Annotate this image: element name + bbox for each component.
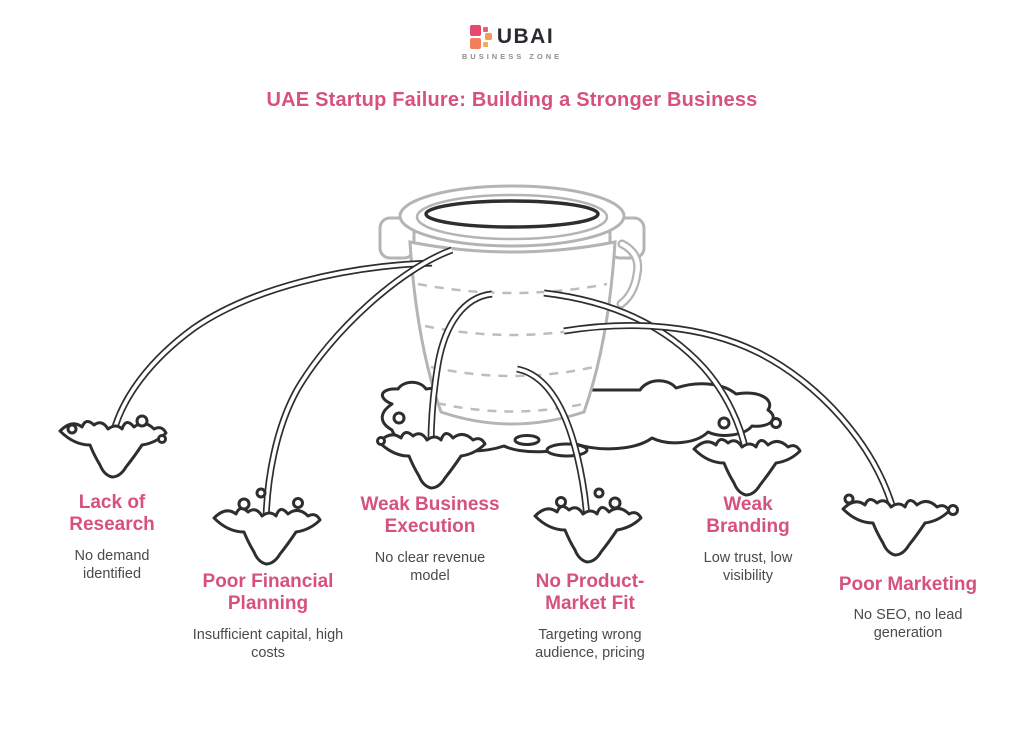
bucket-rim-inner	[415, 193, 609, 241]
brand-logo-text: UBAI	[496, 25, 555, 48]
cause-poor-marketing: Poor Marketing No SEO, no lead generatio…	[810, 574, 1006, 643]
splash-icon-2	[212, 487, 322, 566]
cause-detail: Insufficient capital, high costs	[192, 626, 344, 661]
droplet-icon	[593, 487, 605, 499]
bucket-handle-left	[378, 216, 416, 260]
bucket-icon	[378, 184, 646, 426]
water-stream-3	[427, 290, 493, 446]
cause-weak-business-execution: Weak Business Execution No clear revenue…	[337, 494, 523, 586]
droplet-icon	[135, 414, 149, 428]
cause-heading: No Product-Market Fit	[535, 571, 645, 615]
droplet-icon	[376, 436, 386, 446]
water-stream-2	[262, 246, 454, 522]
cause-detail: No clear revenue model	[374, 549, 486, 584]
splash-icon-3	[376, 411, 487, 490]
splash-icon-6	[841, 493, 959, 557]
droplet-icon	[947, 504, 959, 516]
bucket-rim	[398, 184, 626, 248]
droplet-icon	[255, 487, 267, 499]
water-stream-5	[543, 289, 750, 453]
water-stream-6	[563, 322, 898, 513]
droplet-icon	[237, 497, 251, 511]
splash-icon-5	[692, 416, 802, 497]
droplet-icon	[392, 411, 406, 425]
cause-lack-of-research: Lack of Research No demand identified	[50, 492, 174, 584]
cause-detail: Targeting wrong audience, pricing	[535, 626, 645, 661]
water-stream-4	[516, 365, 591, 520]
brand-tagline: BUSINESS ZONE	[461, 52, 563, 61]
bucket-handle-right	[608, 216, 646, 309]
cause-heading: Weak Branding	[706, 494, 790, 538]
droplet-icon	[66, 423, 78, 435]
cause-heading: Lack of Research	[69, 492, 155, 536]
water-stream-1	[109, 259, 433, 435]
splash-icon-1	[58, 414, 168, 479]
cause-detail: No demand identified	[74, 547, 150, 582]
cause-heading: Weak Business Execution	[360, 494, 500, 538]
splashes	[58, 411, 959, 566]
droplet-icon	[292, 497, 304, 509]
cause-heading: Poor Financial Planning	[202, 571, 334, 615]
bucket-body	[408, 240, 617, 426]
cause-poor-financial-planning: Poor Financial Planning Insufficient cap…	[175, 571, 361, 663]
page-title: UAE Startup Failure: Building a Stronger…	[266, 89, 758, 111]
cause-heading: Poor Marketing	[838, 574, 978, 595]
droplet-icon	[157, 434, 167, 444]
cause-weak-branding: Weak Branding Low trust, low visibility	[693, 494, 803, 586]
cause-detail: Low trust, low visibility	[703, 549, 793, 584]
water-surface	[424, 199, 600, 229]
droplet-icon	[555, 496, 567, 508]
droplet-icon	[843, 493, 855, 505]
splash-icon-4	[533, 487, 643, 564]
droplet-icon	[608, 496, 622, 510]
cause-no-product-market-fit: No Product-Market Fit Targeting wrong au…	[508, 571, 672, 663]
cause-detail: No SEO, no lead generation	[853, 607, 963, 642]
droplet-icon	[770, 417, 782, 429]
pixel-d-logo-icon	[469, 25, 492, 49]
water-streams	[109, 246, 898, 522]
brand-logo: UBAI BUSINESS ZONE	[0, 24, 1024, 61]
droplet-icon	[717, 416, 731, 430]
